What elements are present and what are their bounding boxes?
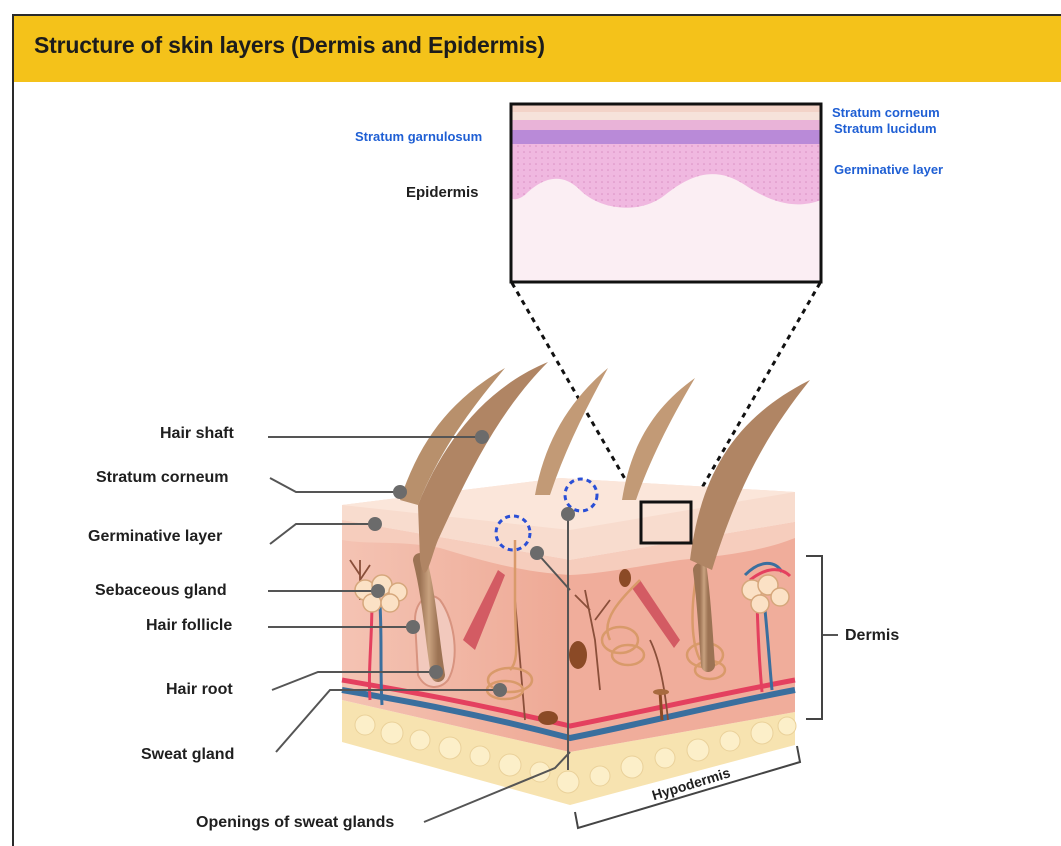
zoom-line-left — [512, 283, 640, 505]
label-sweat-gland: Sweat gland — [141, 746, 234, 764]
label-hair-shaft: Hair shaft — [160, 425, 234, 443]
label-inset-germinative-layer: Germinative layer — [834, 162, 943, 177]
label-inset-stratum-corneum: Stratum corneum — [832, 105, 940, 120]
label-epidermis: Epidermis — [406, 184, 479, 201]
label-sebaceous-gland: Sebaceous gland — [95, 582, 227, 600]
label-hair-follicle: Hair follicle — [146, 617, 232, 635]
skin-block — [342, 362, 810, 805]
dermis-bracket — [806, 556, 822, 719]
label-stratum-lucidum: Stratum lucidum — [834, 121, 937, 136]
label-openings-of-sweat-glands: Openings of sweat glands — [196, 814, 394, 832]
inset-epidermis-panel — [511, 104, 821, 282]
label-stratum-corneum: Stratum corneum — [96, 469, 228, 487]
label-dermis: Dermis — [845, 627, 899, 645]
label-germinative-layer: Germinative layer — [88, 528, 222, 546]
zoom-line-right — [692, 283, 820, 505]
label-hair-root: Hair root — [166, 681, 233, 699]
label-stratum-garnulosum: Stratum garnulosum — [355, 129, 482, 144]
